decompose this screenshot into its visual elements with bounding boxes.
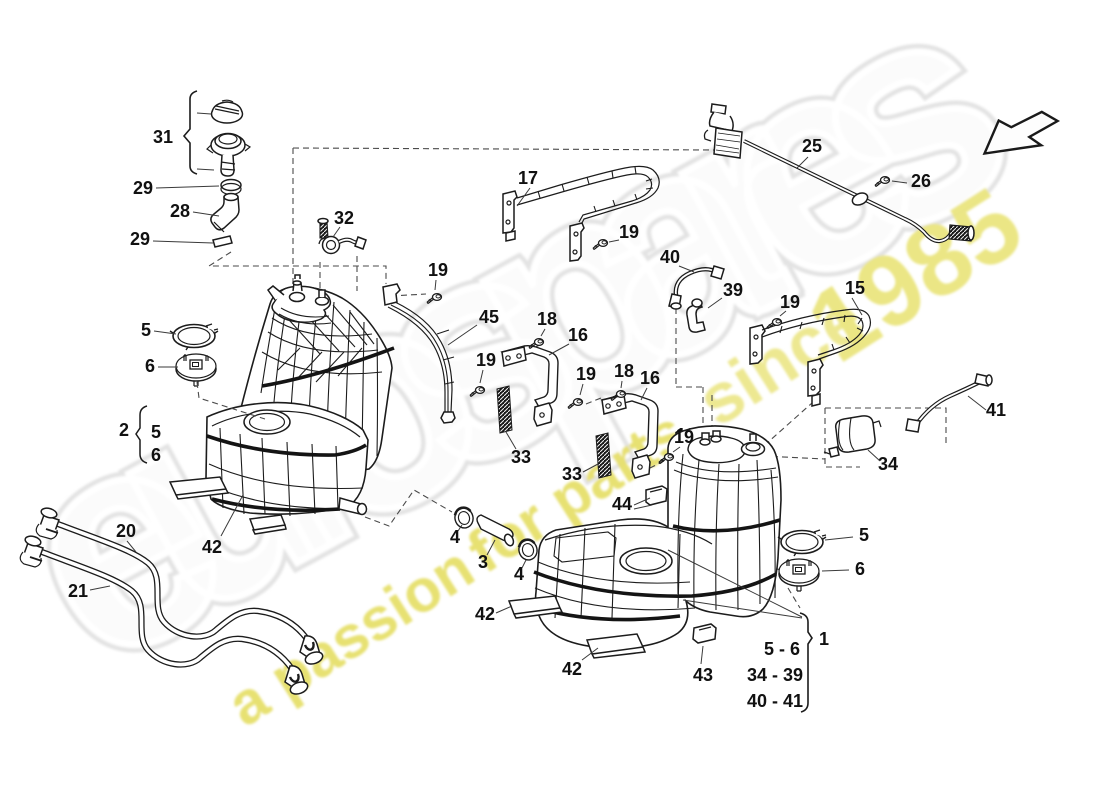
svg-text:18: 18 — [614, 361, 634, 381]
svg-text:29: 29 — [130, 229, 150, 249]
svg-text:44: 44 — [612, 494, 632, 514]
svg-text:28: 28 — [170, 201, 190, 221]
svg-text:25: 25 — [802, 136, 822, 156]
svg-text:40: 40 — [660, 247, 680, 267]
svg-text:5 - 6: 5 - 6 — [764, 639, 800, 659]
svg-text:31: 31 — [153, 127, 173, 147]
svg-text:41: 41 — [986, 400, 1006, 420]
svg-text:45: 45 — [479, 307, 499, 327]
svg-text:19: 19 — [428, 260, 448, 280]
svg-text:43: 43 — [693, 665, 713, 685]
svg-text:19: 19 — [476, 350, 496, 370]
svg-text:19: 19 — [576, 364, 596, 384]
svg-text:4: 4 — [514, 564, 524, 584]
svg-text:39: 39 — [723, 280, 743, 300]
svg-text:42: 42 — [202, 537, 222, 557]
svg-text:17: 17 — [518, 168, 538, 188]
svg-text:21: 21 — [68, 581, 88, 601]
svg-text:6: 6 — [855, 559, 865, 579]
svg-text:6: 6 — [145, 356, 155, 376]
svg-text:19: 19 — [674, 427, 694, 447]
svg-text:20: 20 — [116, 521, 136, 541]
svg-text:33: 33 — [511, 447, 531, 467]
svg-text:4: 4 — [450, 527, 460, 547]
svg-text:19: 19 — [780, 292, 800, 312]
svg-text:1: 1 — [819, 629, 829, 649]
svg-text:5: 5 — [141, 320, 151, 340]
svg-text:26: 26 — [911, 171, 931, 191]
svg-text:33: 33 — [562, 464, 582, 484]
svg-text:19: 19 — [619, 222, 639, 242]
svg-text:29: 29 — [133, 178, 153, 198]
svg-text:5: 5 — [859, 525, 869, 545]
svg-text:16: 16 — [640, 368, 660, 388]
svg-text:40 - 41: 40 - 41 — [747, 691, 803, 711]
svg-text:3: 3 — [478, 552, 488, 572]
svg-text:34: 34 — [878, 454, 898, 474]
svg-text:15: 15 — [845, 278, 865, 298]
svg-text:16: 16 — [568, 325, 588, 345]
svg-text:2: 2 — [119, 420, 129, 440]
svg-text:42: 42 — [562, 659, 582, 679]
svg-text:5: 5 — [151, 422, 161, 442]
svg-text:18: 18 — [537, 309, 557, 329]
svg-text:6: 6 — [151, 445, 161, 465]
svg-text:42: 42 — [475, 604, 495, 624]
svg-text:34 - 39: 34 - 39 — [747, 665, 803, 685]
svg-text:32: 32 — [334, 208, 354, 228]
